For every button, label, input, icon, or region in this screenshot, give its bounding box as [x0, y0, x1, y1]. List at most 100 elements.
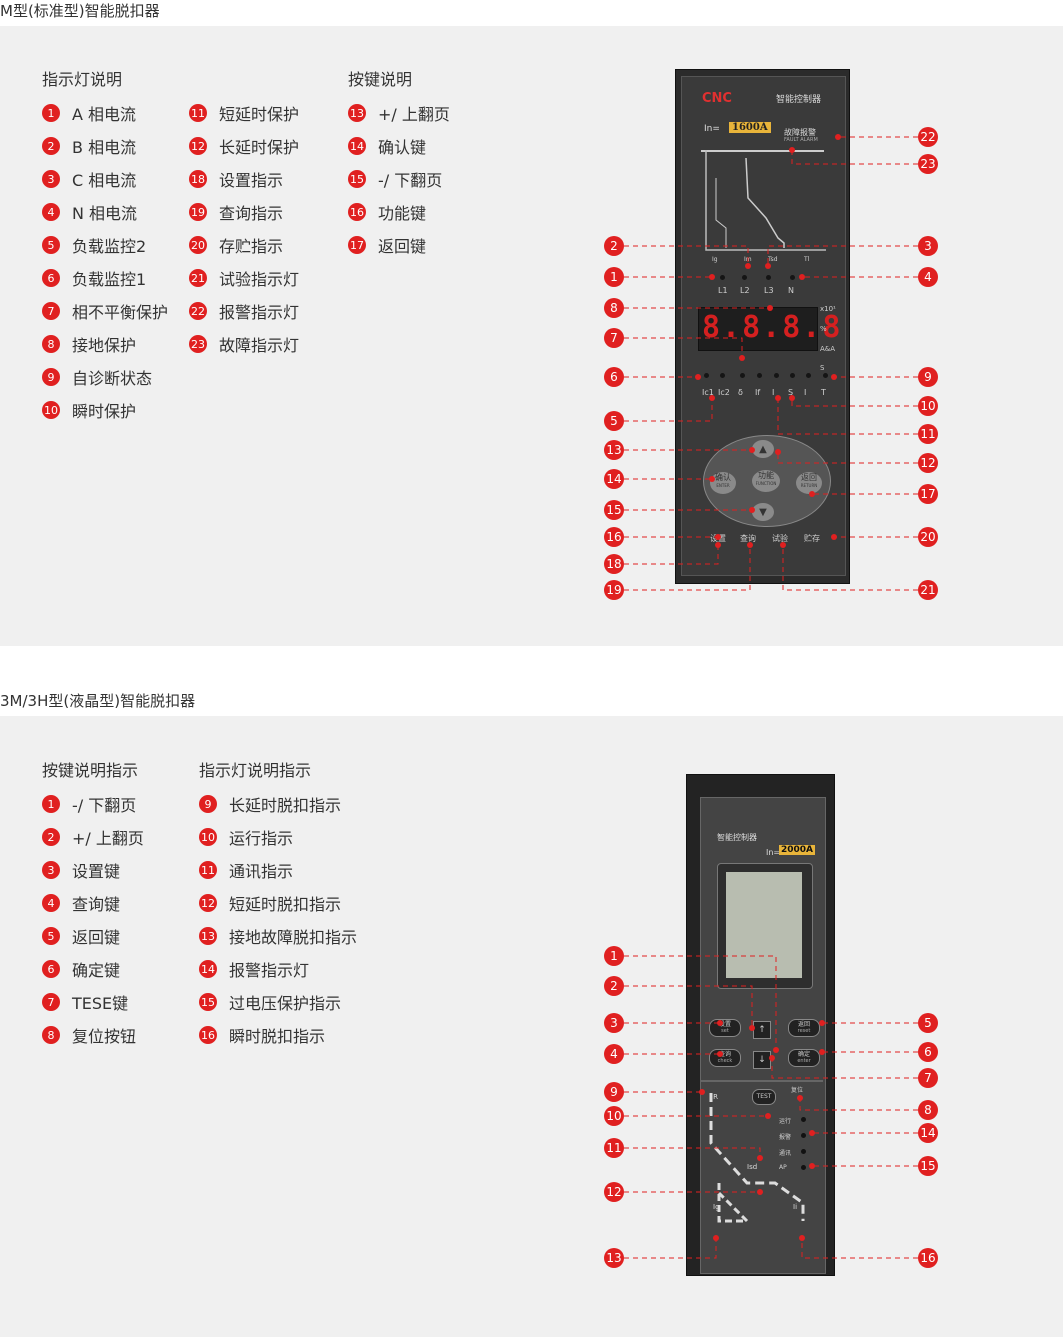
callout-number: 23 [918, 154, 938, 174]
enter-button[interactable]: 确认 ENTER [710, 472, 736, 494]
list-item: 15-/ 下翻页 [348, 168, 442, 190]
callout-number: 21 [918, 580, 938, 600]
status-label: δ [738, 388, 743, 397]
status-label-2: 报警 [779, 1134, 792, 1141]
number-badge: 21 [189, 269, 207, 287]
list-item-label: -/ 下翻页 [72, 796, 137, 815]
list-item: 1-/ 下翻页 [42, 793, 136, 815]
reset-button[interactable]: 复位 [791, 1087, 804, 1094]
number-badge: 3 [42, 170, 60, 188]
up-button[interactable]: ▲ [752, 440, 774, 458]
callout-number: 1 [604, 946, 624, 966]
callout-dot [757, 1155, 763, 1161]
list-item-label: 报警指示灯 [229, 961, 310, 980]
list-item-label: 瞬时脱扣指示 [229, 1027, 326, 1046]
status-label-2: 通讯 [779, 1150, 792, 1157]
return-button[interactable]: 返回 RETURN [796, 472, 822, 494]
status-led-2 [801, 1117, 806, 1122]
check-button-label-en: check [717, 1058, 733, 1064]
number-badge: 11 [199, 861, 217, 879]
callout-dot [699, 1089, 705, 1095]
list-item-label: B 相电流 [72, 138, 137, 157]
unit-label: x10¹ [820, 305, 836, 313]
callout-dot [745, 263, 751, 269]
list-item-label: 确定键 [72, 961, 121, 980]
callout-lines-1 [624, 136, 918, 591]
callout-number: 14 [918, 1123, 938, 1143]
divider-2 [701, 1080, 823, 1082]
callout-dot [749, 447, 755, 453]
protection-curve-2 [709, 1093, 805, 1223]
down-button[interactable]: ▼ [752, 503, 774, 521]
list-item: 13+/ 上翻页 [348, 102, 450, 124]
callout-dot [717, 1051, 723, 1057]
list-item-label: 复位按钮 [72, 1027, 137, 1046]
callout-line [624, 398, 713, 422]
callout-dot [819, 1020, 825, 1026]
list-item-label: 返回键 [72, 928, 121, 947]
number-badge: 5 [42, 236, 60, 254]
number-badge: 11 [189, 104, 207, 122]
callout-line [624, 337, 743, 358]
callout-number: 15 [918, 1156, 938, 1176]
callout-dot [767, 305, 773, 311]
callout-line [624, 1147, 761, 1158]
device-name: 智能控制器 [776, 95, 822, 105]
number-badge: 1 [42, 104, 60, 122]
test-button[interactable]: TEST [752, 1089, 776, 1105]
enter-label-en: ENTER [716, 483, 730, 488]
enter-button-2-label-en: enter [797, 1058, 811, 1064]
callout-number: 3 [918, 236, 938, 256]
status-led [720, 373, 725, 378]
number-badge: 8 [42, 1026, 60, 1044]
list-item: 2+/ 上翻页 [42, 826, 144, 848]
enter-button-2-label-cn: 确定 [797, 1051, 810, 1058]
callout-number: 6 [918, 1042, 938, 1062]
function-button[interactable]: 功能 FUNCTION [752, 470, 780, 492]
led-display: 8.8.8.8 [702, 310, 843, 345]
list-item: 5 负载监控2 [42, 234, 146, 256]
bottom-label: 查询 [740, 534, 756, 543]
callout-line [624, 245, 749, 266]
callout-line [624, 985, 753, 1028]
status-led [704, 373, 709, 378]
callout-number: 13 [604, 440, 624, 460]
callout-dot [780, 542, 786, 548]
unit-label: A&A [820, 345, 836, 353]
return-label-en: RETURN [800, 483, 818, 488]
callout-line [767, 245, 918, 266]
function-label-en: FUNCTION [755, 481, 777, 486]
list-item-label: 故障指示灯 [219, 336, 300, 355]
phase-led [766, 275, 771, 280]
alarm-label-cn: 故障报警 [784, 128, 816, 137]
callout-number: 8 [918, 1100, 938, 1120]
callout-dot [809, 491, 815, 497]
list-item-label: 负载监控2 [72, 237, 147, 256]
list-item-label: 返回键 [378, 237, 427, 256]
callout-number: 11 [604, 1138, 624, 1158]
callout-dot [765, 1113, 771, 1119]
number-badge: 7 [42, 302, 60, 320]
list-item-label: 相不平衡保护 [72, 303, 169, 322]
callout-number: 3 [604, 1013, 624, 1033]
protection-curve [705, 150, 826, 251]
unit-label: S [820, 364, 825, 372]
number-badge: 12 [199, 894, 217, 912]
device-name-2: 智能控制器 [717, 833, 757, 842]
callout-dot [715, 534, 721, 540]
number-badge: 14 [199, 960, 217, 978]
callout-number: 13 [604, 1248, 624, 1268]
number-badge: 19 [189, 203, 207, 221]
list-item-label: +/ 上翻页 [72, 829, 144, 848]
number-badge: 2 [42, 137, 60, 155]
